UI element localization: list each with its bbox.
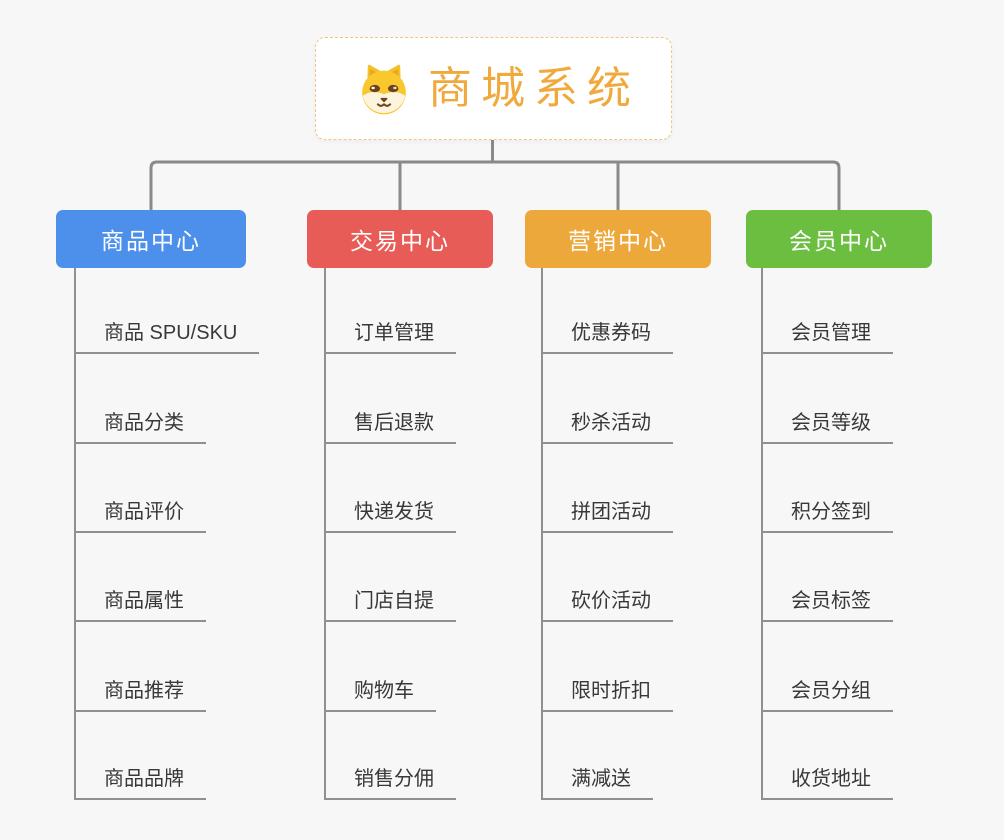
leaf-node[interactable]: 会员标签 <box>761 582 893 622</box>
leaf-node[interactable]: 收货地址 <box>761 760 893 800</box>
leaf-node[interactable]: 商品 SPU/SKU <box>74 314 260 354</box>
leaf-node[interactable]: 拼团活动 <box>541 493 673 533</box>
leaf-node[interactable]: 砍价活动 <box>541 582 673 622</box>
leaf-node[interactable]: 售后退款 <box>324 404 456 444</box>
leaf-node[interactable]: 商品品牌 <box>74 760 206 800</box>
leaf-node[interactable]: 积分签到 <box>761 493 893 533</box>
shiba-dog-icon <box>356 61 412 117</box>
leaf-node[interactable]: 会员管理 <box>761 314 893 354</box>
leaf-node[interactable]: 快递发货 <box>324 493 456 533</box>
leaf-node[interactable]: 商品分类 <box>74 404 206 444</box>
leaf-node[interactable]: 门店自提 <box>324 582 456 622</box>
leaf-node[interactable]: 商品评价 <box>74 493 206 533</box>
branch-node[interactable]: 营销中心 <box>525 210 711 268</box>
leaf-node[interactable]: 销售分佣 <box>324 760 456 800</box>
root-node[interactable]: 商城系统 <box>315 37 672 140</box>
branch-node[interactable]: 会员中心 <box>746 210 932 268</box>
root-title: 商城系统 <box>428 63 640 113</box>
branch-node[interactable]: 交易中心 <box>307 210 493 268</box>
leaf-node[interactable]: 会员分组 <box>761 672 893 712</box>
branch-node[interactable]: 商品中心 <box>56 210 246 268</box>
leaf-node[interactable]: 满减送 <box>541 760 653 800</box>
leaf-node[interactable]: 优惠券码 <box>541 314 673 354</box>
leaf-node[interactable]: 商品推荐 <box>74 672 206 712</box>
leaf-node[interactable]: 订单管理 <box>324 314 456 354</box>
leaf-node[interactable]: 商品属性 <box>74 582 206 622</box>
leaf-node[interactable]: 秒杀活动 <box>541 404 673 444</box>
leaf-node[interactable]: 购物车 <box>324 672 436 712</box>
leaf-node[interactable]: 会员等级 <box>761 404 893 444</box>
leaf-node[interactable]: 限时折扣 <box>541 672 673 712</box>
